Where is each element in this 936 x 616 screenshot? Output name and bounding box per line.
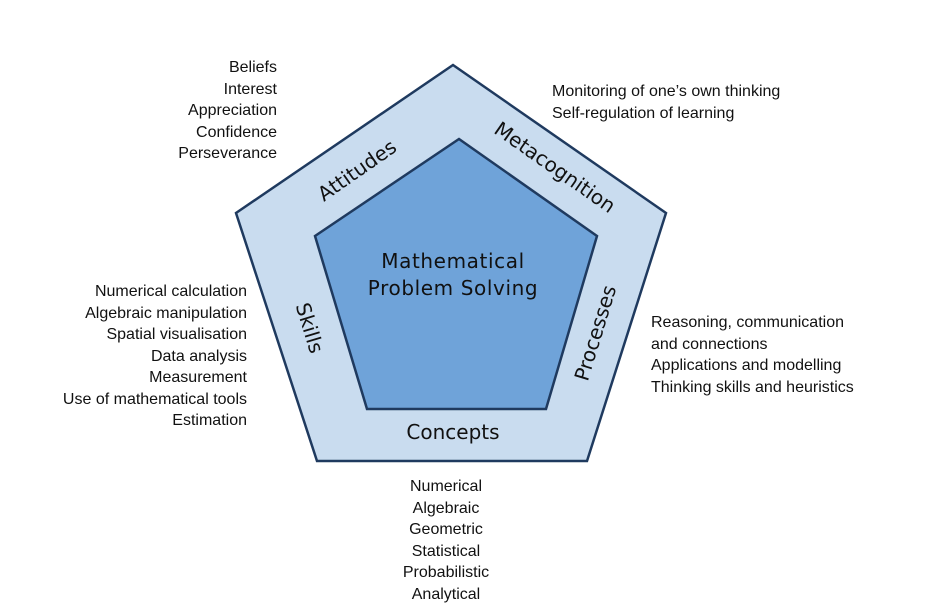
list-item: Confidence	[196, 123, 277, 141]
list-item: Perseverance	[178, 145, 277, 162]
list-item: Measurement	[149, 369, 247, 386]
attitudes-list: Beliefs Interest Appreciation Confidence…	[178, 57, 277, 165]
list-item: Statistical	[411, 542, 481, 560]
concepts-list: Numerical Algebraic Geometric Statistica…	[403, 476, 489, 605]
list-item: Appreciation	[188, 102, 277, 119]
list-item: Numerical calculation	[94, 283, 247, 300]
list-item: Self-regulation of learning	[552, 104, 735, 122]
skills-list: Numerical calculation Algebraic manipula…	[63, 281, 247, 432]
list-item: Probabilistic	[402, 564, 490, 581]
list-item: Analytical	[411, 585, 481, 603]
band-label-concepts: Concepts	[406, 420, 499, 444]
inner-pentagon	[313, 137, 599, 411]
list-item: Data analysis	[150, 347, 247, 365]
list-item: Estimation	[172, 412, 247, 429]
list-item: Use of mathematical tools	[62, 390, 247, 408]
processes-list: Reasoning, communication and connections…	[651, 312, 854, 398]
list-item: Spatial visualisation	[106, 326, 247, 343]
list-item: Reasoning, communication	[651, 314, 844, 331]
list-item: Algebraic manipulation	[85, 304, 247, 322]
center-title-line1: Mathematical	[381, 249, 524, 273]
list-item: Beliefs	[228, 59, 277, 76]
list-item: Numerical	[409, 478, 483, 495]
list-item: Thinking skills and heuristics	[651, 378, 854, 396]
center-title-line2: Problem Solving	[368, 276, 538, 300]
list-item: and connections	[651, 335, 768, 353]
list-item: Applications and modelling	[651, 357, 842, 374]
metacognition-list: Monitoring of one’s own thinking Self-re…	[552, 81, 780, 124]
list-item: Geometric	[409, 521, 483, 538]
list-item: Algebraic	[412, 499, 480, 517]
list-item: Monitoring of one’s own thinking	[552, 83, 781, 100]
list-item: Interest	[223, 80, 277, 98]
